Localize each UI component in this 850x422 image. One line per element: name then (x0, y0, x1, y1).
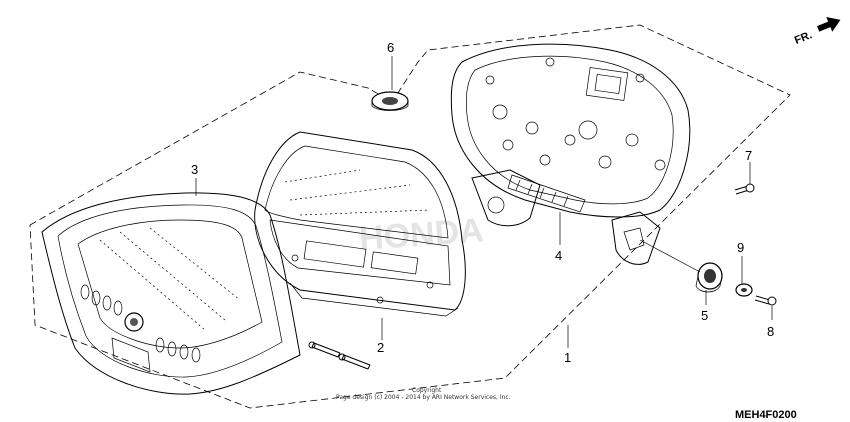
copyright-line-1: Copyright (412, 387, 442, 394)
front-direction-indicator: FR. (793, 16, 841, 47)
screw-parts[interactable] (308, 341, 371, 370)
callout-2: 2 (377, 340, 384, 355)
callout-labels: 1 2 3 4 5 6 7 8 9 (191, 40, 774, 365)
washer-9-part[interactable] (735, 283, 753, 297)
meter-cover-part[interactable] (41, 192, 301, 395)
grommet-part[interactable] (371, 91, 409, 111)
callout-5: 5 (701, 308, 708, 323)
callout-6: 6 (387, 40, 394, 55)
front-direction-label: FR. (793, 29, 814, 47)
assembly-outline (29, 24, 791, 409)
screw-7-part[interactable] (734, 183, 755, 195)
callout-7: 7 (745, 148, 752, 163)
leader-lines (195, 56, 773, 348)
callout-4: 4 (555, 248, 562, 263)
screw-8-part[interactable] (754, 295, 777, 306)
copyright-line-2: Page design (c) 2004 - 2014 by ARI Netwo… (336, 394, 511, 401)
rear-housing-part[interactable] (450, 43, 691, 265)
meter-unit-part[interactable] (254, 131, 466, 317)
diagram-code: MEH4F0200 (735, 409, 797, 421)
grommet-5-part[interactable] (695, 262, 723, 293)
callout-8: 8 (767, 324, 774, 339)
callout-9: 9 (737, 240, 744, 255)
front-arrow-icon (817, 16, 841, 32)
callout-3: 3 (191, 162, 198, 177)
callout-1: 1 (564, 350, 571, 365)
